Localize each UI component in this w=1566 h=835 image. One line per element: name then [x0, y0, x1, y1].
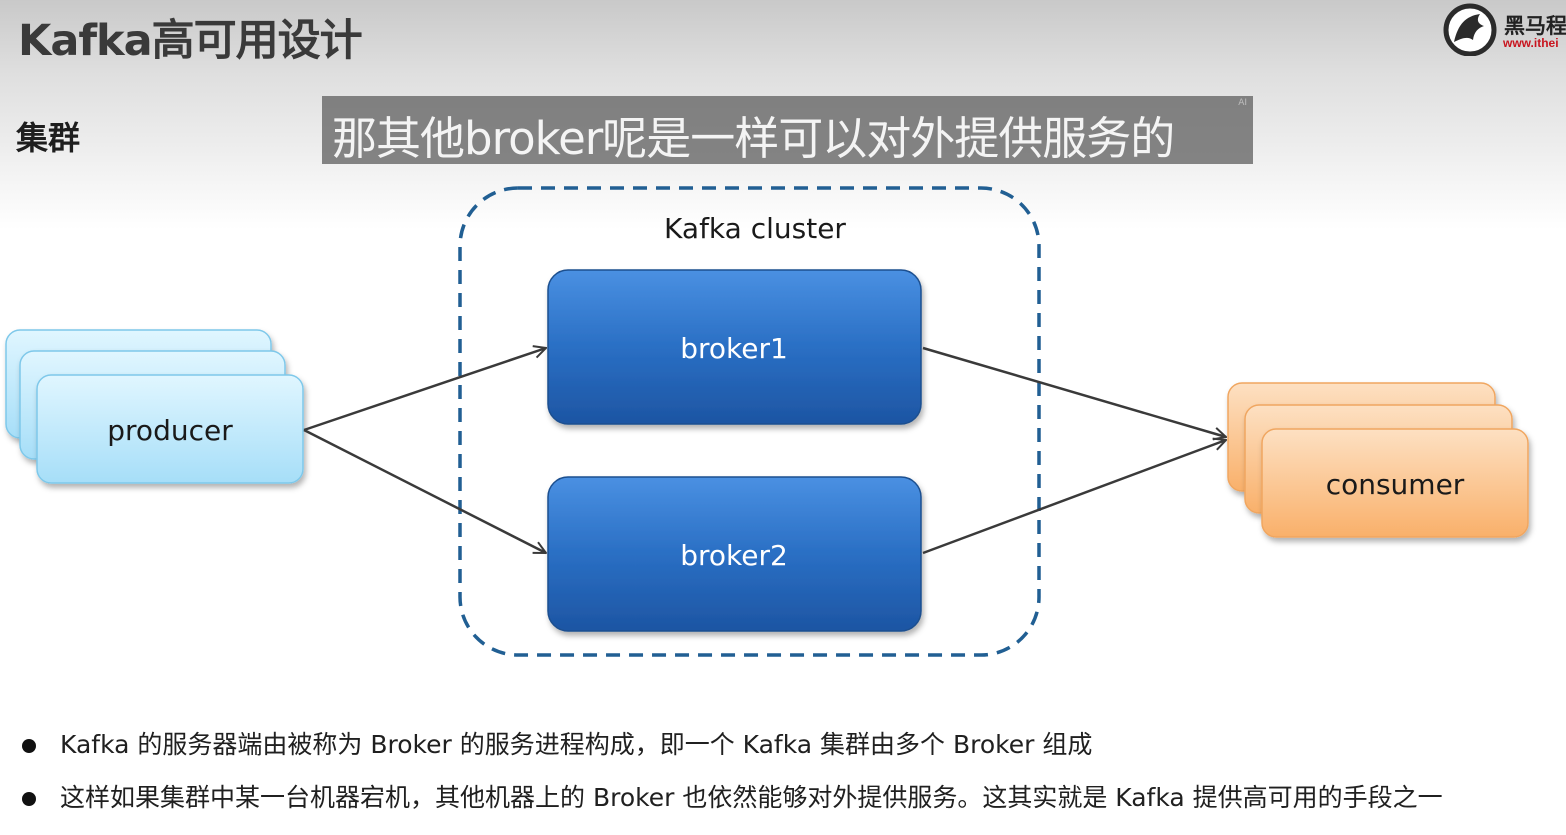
bullet-dot-icon [22, 739, 36, 753]
bullet-item: 这样如果集群中某一台机器宕机，其他机器上的 Broker 也依然能够对外提供服务… [20, 779, 1443, 832]
bullet-list: Kafka 的服务器端由被称为 Broker 的服务进程构成，即一个 Kafka… [20, 726, 1443, 832]
arrow-broker1-to-consumer [922, 346, 1226, 437]
broker-2-box [547, 476, 922, 632]
bullet-text: Kafka 的服务器端由被称为 Broker 的服务进程构成，即一个 Kafka… [60, 730, 1093, 759]
bullet-dot-icon [22, 792, 36, 806]
bullet-item: Kafka 的服务器端由被称为 Broker 的服务进程构成，即一个 Kafka… [20, 726, 1443, 779]
horse-logo-icon [1443, 3, 1497, 56]
producer-label: producer [107, 414, 233, 447]
broker-2: broker2 [547, 476, 922, 632]
subtitle-caption: 那其他broker呢是一样可以对外提供服务的 AI [322, 96, 1253, 165]
broker-1: broker1 [547, 269, 922, 425]
cluster-label: Kafka cluster [664, 212, 846, 245]
kafka-cluster-diagram: Kafka cluster producer consumer broker1 … [5, 186, 1529, 657]
brand-logo: 黑马程 www.ithei [1440, 2, 1566, 56]
section-label: 集群 [16, 119, 81, 157]
producer-stack: producer [5, 329, 304, 484]
slide-title: Kafka高可用设计 [18, 16, 363, 66]
bullet-text: 这样如果集群中某一台机器宕机，其他机器上的 Broker 也依然能够对外提供服务… [60, 783, 1443, 812]
broker-1-label: broker1 [680, 332, 788, 365]
arrow-producer-to-broker2 [303, 428, 546, 555]
consumer-card-front [1261, 428, 1529, 538]
producer-card-front [36, 374, 304, 484]
cluster-boundary [458, 186, 1041, 657]
arrow-producer-to-broker1 [303, 348, 546, 432]
consumer-label: consumer [1326, 468, 1465, 501]
subtitle-ai-badge: AI [1238, 98, 1247, 108]
logo-name: 黑马程 [1504, 14, 1566, 38]
arrow-broker2-to-consumer [922, 440, 1226, 555]
subtitle-text: 那其他broker呢是一样可以对外提供服务的 [332, 112, 1175, 165]
consumer-stack: consumer [1227, 382, 1529, 538]
broker-2-label: broker2 [680, 539, 788, 572]
logo-url: www.ithei [1503, 36, 1559, 50]
